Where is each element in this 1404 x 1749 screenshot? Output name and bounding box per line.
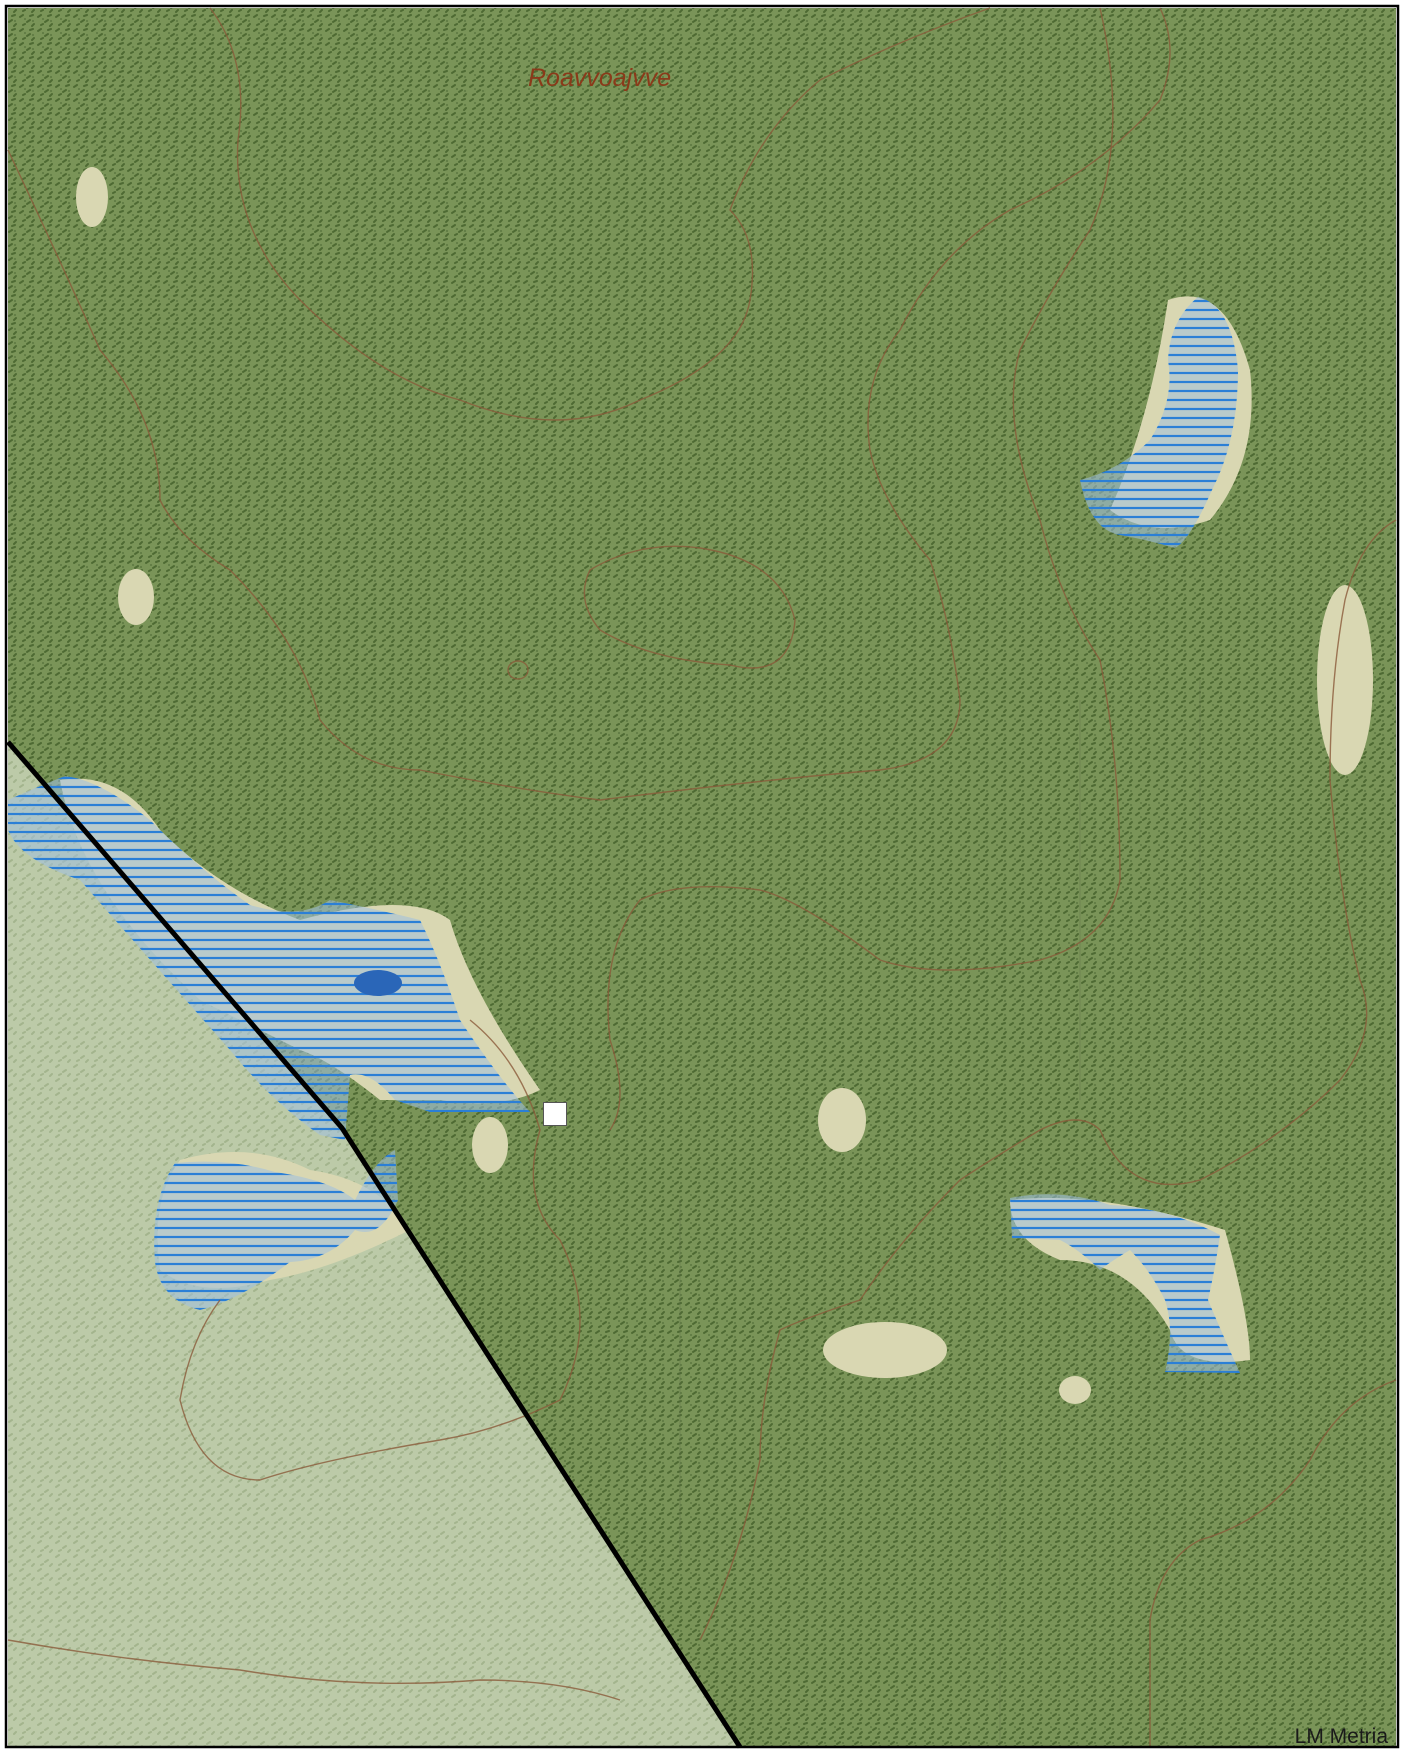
contour-lines — [7, 7, 1397, 1747]
boundary-line — [6, 740, 743, 1749]
wetland-areas — [8, 297, 1240, 1373]
place-name-label: Roavvoajvve — [528, 64, 672, 92]
map-credit: LM Metria — [1294, 1725, 1388, 1748]
survey-lines — [679, 680, 1201, 1747]
map-border — [4, 4, 1400, 1749]
white-square-marker-icon[interactable] — [543, 1102, 567, 1126]
